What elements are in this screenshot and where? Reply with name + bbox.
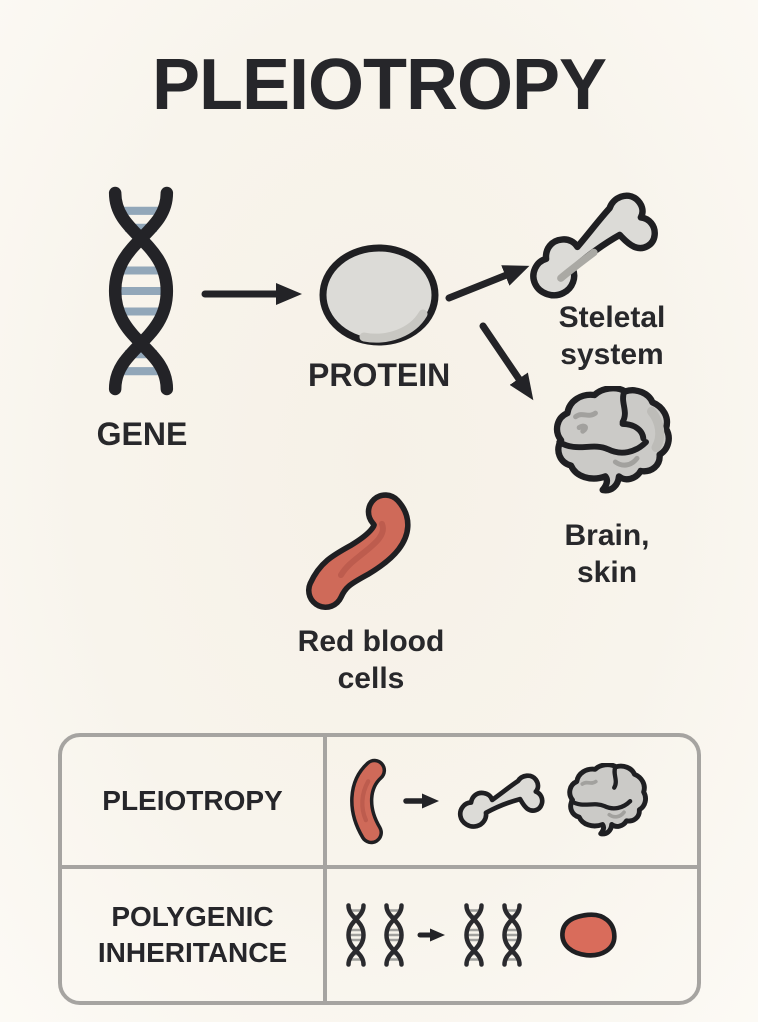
dna-helix-icon bbox=[346, 903, 366, 967]
table-row-polygenic-icons bbox=[327, 869, 697, 1001]
brain-icon bbox=[566, 762, 648, 836]
bone-icon bbox=[530, 192, 658, 299]
brain-icon bbox=[553, 386, 672, 494]
page-title: PLEIOTROPY bbox=[151, 45, 607, 125]
dna-helix-icon bbox=[464, 903, 484, 967]
arrow-gene-to-protein-icon bbox=[201, 283, 302, 305]
table-row-pleiotropy-icons bbox=[327, 737, 697, 869]
bone-icon bbox=[457, 772, 545, 829]
red-blood-cell-icon bbox=[305, 492, 411, 611]
dna-helix-icon bbox=[502, 903, 522, 967]
protein-oval-icon bbox=[319, 244, 439, 346]
protein-label: PROTEIN bbox=[308, 357, 451, 393]
gene-label: GENE bbox=[96, 416, 188, 452]
brain-skin-label: Brain, skin bbox=[564, 519, 650, 589]
arrow-right-icon bbox=[402, 793, 439, 809]
skeletal-label: Steletal system bbox=[558, 301, 666, 371]
sickle-cell-icon bbox=[349, 758, 386, 844]
arrow-protein-to-skeletal-icon bbox=[445, 265, 530, 302]
dna-helix-icon bbox=[384, 903, 404, 967]
dna-helix-icon bbox=[108, 186, 174, 396]
red-oval-icon bbox=[560, 912, 617, 958]
comparison-table: PLEIOTROPY POLYGENIC INHERIT bbox=[58, 733, 701, 1005]
table-row-pleiotropy-term: PLEIOTROPY bbox=[62, 737, 327, 869]
arrow-protein-to-brain-icon bbox=[479, 322, 534, 401]
red-blood-cells-label: Red blood cells bbox=[297, 625, 445, 695]
arrow-right-icon bbox=[417, 928, 445, 942]
table-row-polygenic-term: POLYGENIC INHERITANCE bbox=[62, 869, 327, 1001]
